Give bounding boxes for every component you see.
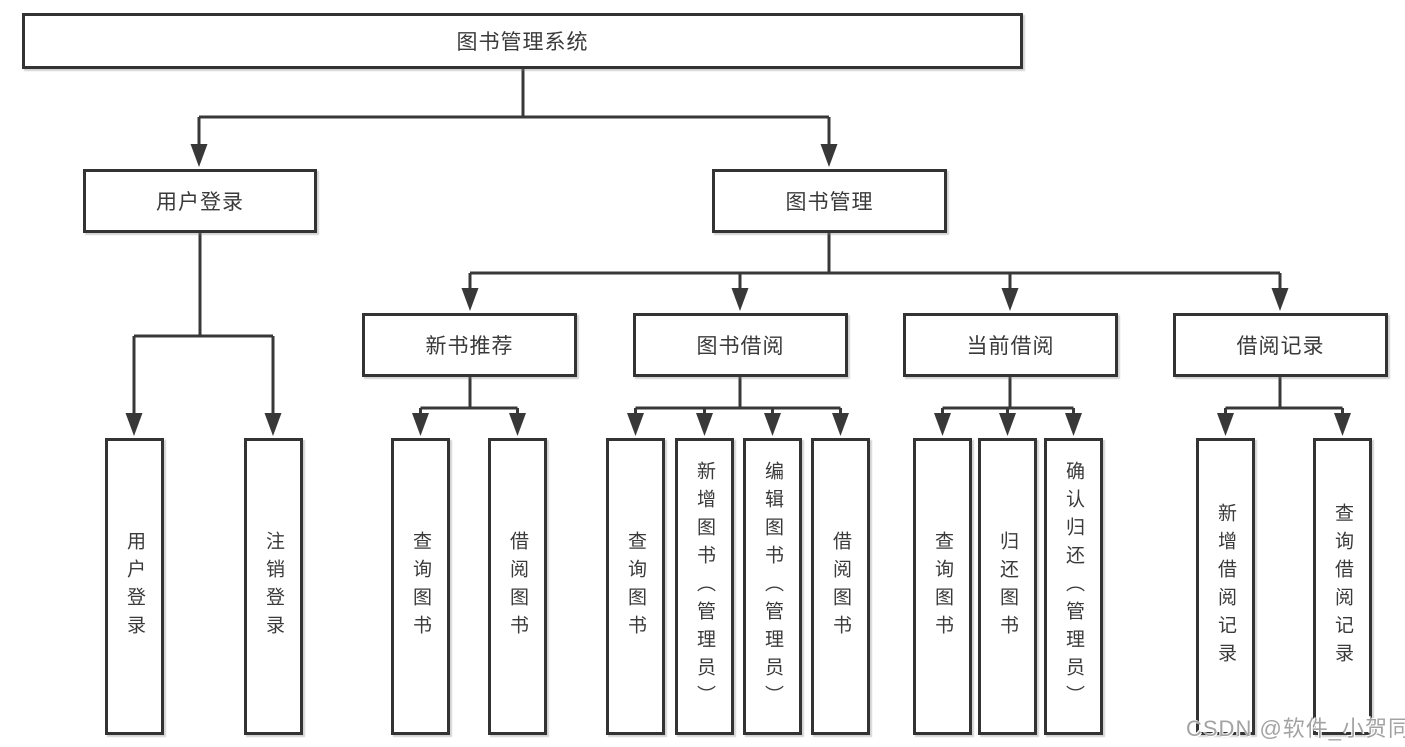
node-query-books-recommend: 查询图书	[391, 438, 450, 735]
node-add-borrow-record: 新增借阅记录	[1196, 438, 1255, 735]
node-current-borrowing: 当前借阅	[903, 313, 1118, 377]
node-logout: 注销登录	[244, 438, 303, 735]
node-new-book-recommendation: 新书推荐	[362, 313, 577, 377]
node-confirm-return-admin: 确认归还（管理员）	[1044, 438, 1103, 735]
node-root: 图书管理系统	[22, 13, 1023, 69]
node-borrow-books-recommend: 借阅图书	[488, 438, 547, 735]
node-book-management: 图书管理	[712, 169, 947, 233]
node-query-books-borrow: 查询图书	[606, 438, 665, 735]
node-user-login-action: 用户登录	[105, 438, 164, 735]
node-query-borrow-record: 查询借阅记录	[1313, 438, 1372, 735]
node-query-books-current: 查询图书	[913, 438, 972, 735]
node-edit-books-admin: 编辑图书（管理员）	[743, 438, 802, 735]
node-return-books: 归还图书	[978, 438, 1037, 735]
node-book-borrowing: 图书借阅	[633, 313, 848, 377]
csdn-watermark: CSDN @软件_小贺同学	[1186, 716, 1405, 741]
node-user-login: 用户登录	[83, 169, 317, 233]
node-borrowing-records: 借阅记录	[1173, 313, 1388, 377]
node-add-books-admin: 新增图书（管理员）	[675, 438, 734, 735]
node-borrow-books: 借阅图书	[811, 438, 870, 735]
